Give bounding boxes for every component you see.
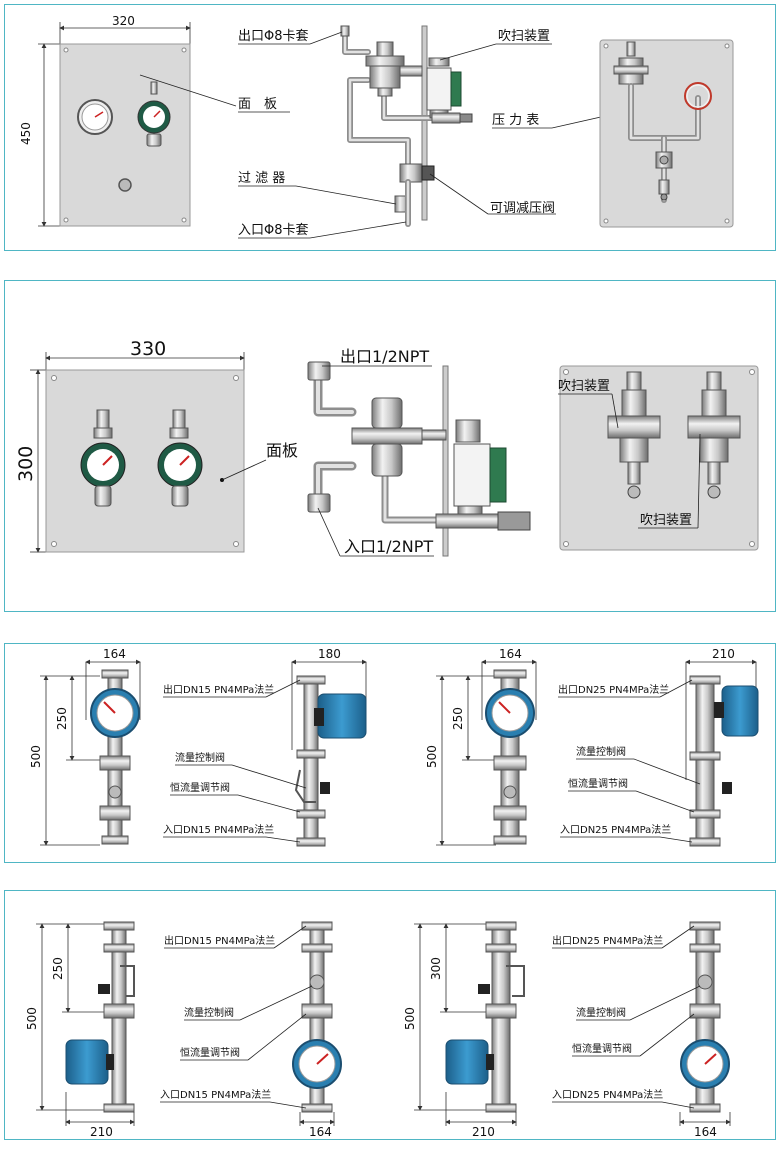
p3-right-label-const-valve: 恒流量调节阀 [568,777,628,790]
p3-left-dim-500: 500 [29,745,43,768]
p2-purge-body-icon [351,397,447,477]
p4-right-side-view: 300 500 210 [403,921,525,1139]
p2-gauge-left-icon [80,409,126,507]
p3-right-dim-250: 250 [451,707,465,730]
p3-left-label-inlet: 入口DN15 PN4MPa法兰 [163,823,274,836]
p3-right-converter-icon [721,685,759,737]
p4-right-dim-300: 300 [429,957,443,980]
p1-label-purge: 吹扫装置 [498,29,550,44]
p2-transmitter-icon [453,419,507,517]
p3-left-dim-250: 250 [55,707,69,730]
p3-left-side-view: 180 出口DN15 PN4MPa法兰 流量控制阀 恒流量调节阀 入口DN15 … [163,647,367,847]
p3-left-label-outlet: 出口DN15 PN4MPa法兰 [163,683,274,696]
p2-purge-left-icon [607,371,661,499]
p3-right-label-outlet: 出口DN25 PN4MPa法兰 [558,683,669,696]
p2-gauge-right-icon [157,409,203,507]
p2-purge-right-icon [687,371,741,499]
p4-left-label-outlet: 出口DN15 PN4MPa法兰 [164,934,275,947]
p1-port-icon [118,178,132,192]
p2-plate-edge [442,365,449,557]
p3-left-converter-icon [317,693,367,739]
p1-side-view: 出口Φ8卡套 过 滤 器 入口Φ8卡套 吹扫装置 压 力 表 可调减压阀 [238,25,695,239]
p1-adjustable-valve-icon [399,163,435,183]
p3-right-dim-width: 164 [499,647,522,661]
p1-flowmeter-icon [137,81,171,147]
p4-left-dim-250: 250 [51,957,65,980]
p1-label-outlet: 出口Φ8卡套 [238,28,309,44]
p1-dim-height: 450 [19,122,33,145]
p2-mounting-plate [45,369,245,553]
p1-needle-valve-icon [431,112,473,124]
p4-right-front-view: 164 出口DN25 PN4MPa法兰 流量控制阀 恒流量调节阀 入口DN25 … [552,921,731,1139]
p1-plate-edge [421,25,428,221]
p3-left-side-width: 180 [318,647,341,661]
p1-label-valve: 可调减压阀 [490,201,555,216]
p3-left-valve-knob [320,782,330,794]
p1-mounting-plate [59,43,191,227]
p2-label-inlet: 入口1/2NPT [344,537,433,556]
p4-left-converter-icon [65,1039,109,1085]
p4-left-label-flow-valve: 流量控制阀 [184,1006,234,1019]
p4-right-label-flow-valve: 流量控制阀 [576,1006,626,1019]
p4-left-valve-knob [98,984,110,994]
p4-left-front-view: 164 出口DN15 PN4MPa法兰 流量控制阀 恒流量调节阀 入口DN15 … [160,921,342,1139]
p1-regulator-icon [365,41,423,97]
p4-left-label-inlet: 入口DN15 PN4MPa法兰 [160,1088,271,1101]
p3-right-valve-knob [722,782,732,794]
p4-right-valve-knob [478,984,490,994]
p1-rear-view [599,39,734,228]
p1-label-inlet: 入口Φ8卡套 [238,222,309,238]
p2-dim-height: 300 [15,446,37,482]
p4-right-label-outlet: 出口DN25 PN4MPa法兰 [552,934,663,947]
p2-label-panel: 面板 [266,441,298,460]
p2-inlet-fitting [307,493,331,513]
p4-right-label-const-valve: 恒流量调节阀 [572,1042,632,1055]
p2-rear-view: 吹扫装置 吹扫装置 [558,365,759,551]
p2-label-outlet: 出口1/2NPT [340,347,429,366]
p1-outlet-fitting [340,25,350,37]
p3-right-side-view: 210 出口DN25 PN4MPa法兰 流量控制阀 恒流量调节阀 入口DN25 … [558,647,759,847]
p4-left-dim-bottom-left: 210 [90,1125,113,1139]
p4-right-dim-bottom-left: 210 [472,1125,495,1139]
p1-pressure-gauge-icon [77,99,113,135]
p4-right-converter-icon [445,1039,489,1085]
p1-filter-icon [394,179,411,227]
p1-label-filter: 过 滤 器 [238,171,285,186]
p1-rear-gauge-ring [684,82,712,110]
p1-label-gauge: 压 力 表 [492,113,539,128]
p4-left-label-const-valve: 恒流量调节阀 [180,1046,240,1059]
p2-side-view: 出口1/2NPT 入口1/2NPT [307,347,531,557]
p2-front-view: 330 300 面板 [15,338,298,553]
p2-needle-valve-icon [435,511,531,531]
p3-right-side-width: 210 [712,647,735,661]
p3-left-label-flow-valve: 流量控制阀 [175,751,225,764]
p2-label-purge-top: 吹扫装置 [558,379,610,394]
p1-front-view: 320 450 面 板 [19,14,290,227]
p4-left-dim-bottom-right: 164 [309,1125,332,1139]
p2-outlet-fitting [307,361,331,381]
panel-flowmeter-top-converter [4,643,776,863]
p4-left-side-view: 250 500 210 [25,921,135,1139]
p3-right-front-view: 164 250 500 [425,647,537,846]
p3-right-label-inlet: 入口DN25 PN4MPa法兰 [560,823,671,836]
p3-right-label-flow-valve: 流量控制阀 [576,745,626,758]
p1-dim-width: 320 [112,14,135,28]
p3-right-dim-500: 500 [425,745,439,768]
p3-left-label-const-valve: 恒流量调节阀 [170,781,230,794]
p4-left-dim-500: 500 [25,1007,39,1030]
p1-transmitter-icon [426,57,462,119]
p3-left-dim-width: 164 [103,647,126,661]
p4-right-dim-500: 500 [403,1007,417,1030]
p3-left-front-view: 164 250 500 [29,647,141,846]
p4-right-dim-bottom-right: 164 [694,1125,717,1139]
p4-right-label-inlet: 入口DN25 PN4MPa法兰 [552,1088,663,1101]
p2-dim-width: 330 [130,338,166,360]
p2-label-purge-bottom: 吹扫装置 [640,513,692,528]
p1-label-panel: 面 板 [238,97,277,112]
